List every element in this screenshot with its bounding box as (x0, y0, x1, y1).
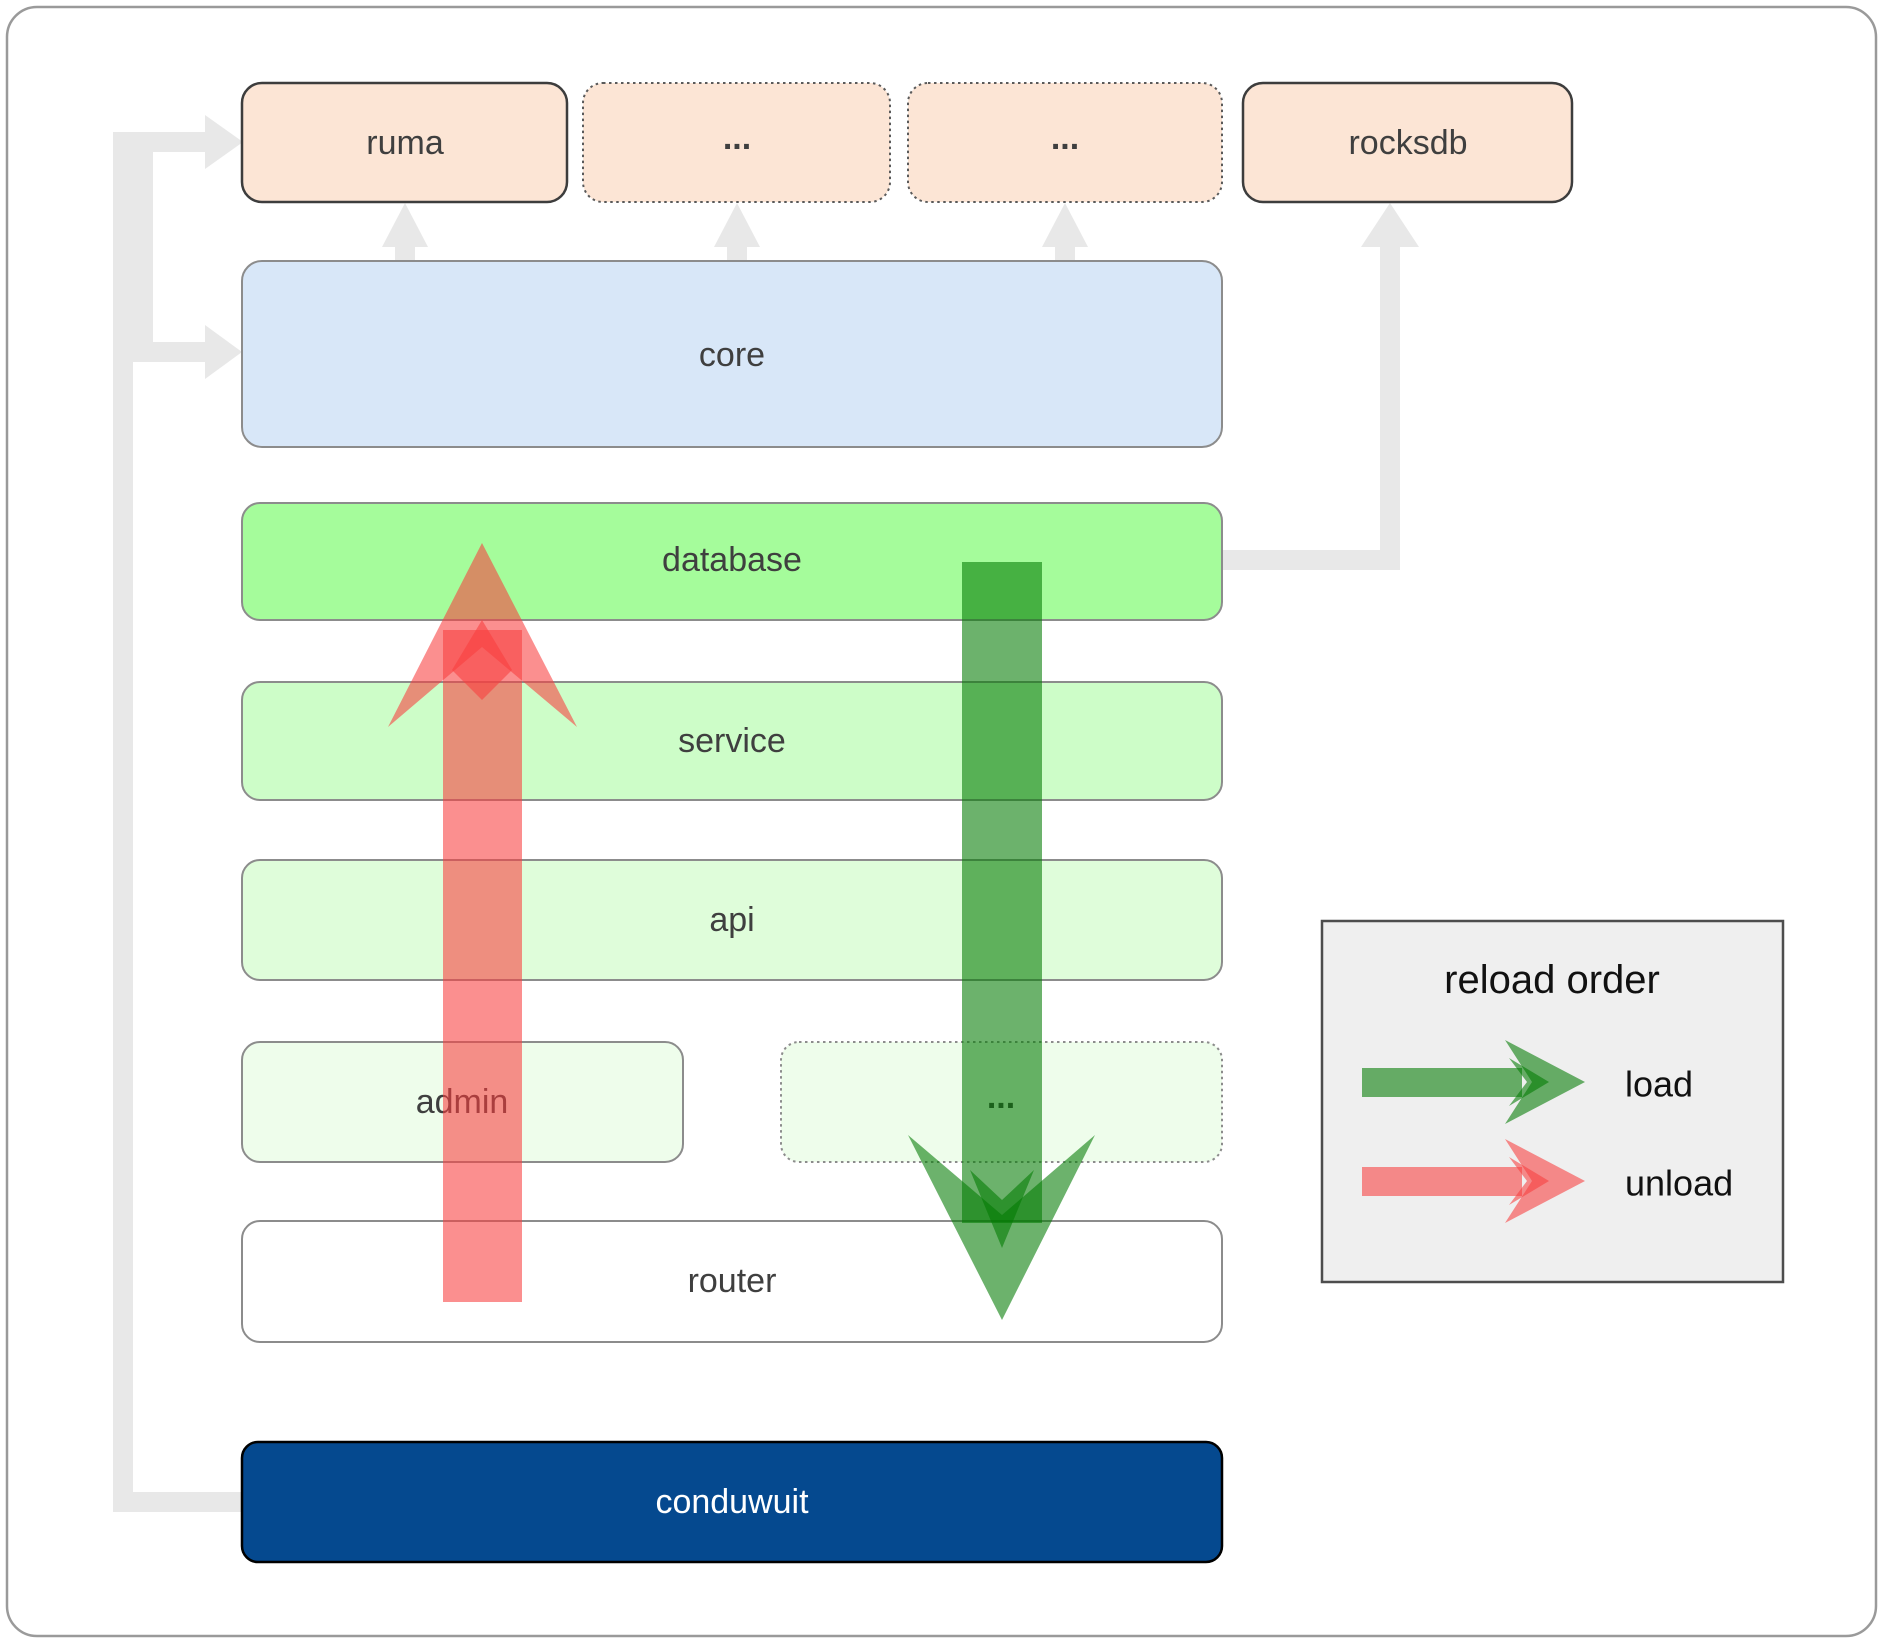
up-arrowhead-icon (714, 203, 760, 247)
legend-title: reload order (1444, 958, 1660, 1002)
arrow-shaft (727, 245, 747, 263)
unload-arrow-shaft (1362, 1167, 1522, 1196)
unload-order-arrow (388, 543, 577, 1302)
dots1-box (582, 82, 891, 203)
connector-database-to-rocksdb (1222, 203, 1419, 570)
node-crate-dots-2: ... (907, 82, 1223, 203)
node-router: router (241, 1220, 1223, 1343)
node-conduwuit: conduwuit (240, 1440, 1224, 1564)
legend-load-arrow-icon (1362, 1040, 1585, 1124)
elbow-horizontal (1222, 550, 1400, 570)
rocksdb-arrowhead-icon (1361, 203, 1419, 247)
connector-core-to-dots2 (1042, 203, 1088, 263)
unload-shaft (443, 630, 522, 1302)
core-arrowhead-icon (205, 325, 242, 379)
connector-core-to-dots1 (714, 203, 760, 263)
core-box (241, 260, 1223, 448)
unload-arrowhead-inner-icon (452, 620, 512, 700)
branch-from-conduwuit (113, 1492, 248, 1512)
database-label: database (662, 541, 802, 579)
diagram-frame (5, 5, 1878, 1638)
ruma-box (240, 81, 569, 204)
unload-arrowhead-inner-icon (1509, 1157, 1549, 1205)
conduwuit-box (240, 1440, 1224, 1564)
node-database: database (241, 502, 1223, 621)
connector-core-to-ruma (382, 203, 428, 263)
trunk-line (113, 132, 133, 1510)
up-arrowhead-icon (1042, 203, 1088, 247)
service-label: service (678, 722, 786, 760)
api-label: api (709, 901, 754, 939)
dots2-box (907, 82, 1223, 203)
arrow-shaft (1055, 245, 1075, 263)
trunk-line-inner (133, 152, 153, 342)
load-shaft (962, 562, 1042, 1223)
load-arrowhead-inner-icon (970, 1170, 1034, 1248)
node-ruma: ruma (240, 81, 569, 204)
node-service: service (241, 681, 1223, 801)
connector-conduwuit-trunk (113, 115, 248, 1512)
node-api: api (241, 859, 1223, 981)
conduwuit-label: conduwuit (655, 1483, 809, 1521)
core-label: core (699, 336, 765, 374)
legend: reload order load unload (1320, 919, 1785, 1284)
node-core: core (241, 260, 1223, 448)
legend-unload-arrow-icon (1362, 1139, 1585, 1223)
node-rocksdb: rocksdb (1241, 81, 1574, 204)
legend-unload-label: unload (1625, 1163, 1733, 1204)
branch-to-core (133, 342, 205, 362)
rocksdb-box (1241, 81, 1574, 204)
load-order-arrow (908, 562, 1095, 1320)
load-arrow-shaft (1362, 1068, 1522, 1097)
ruma-arrowhead-icon (205, 115, 243, 169)
branch-to-ruma (113, 132, 205, 152)
legend-background (1320, 919, 1785, 1284)
ruma-label: ruma (366, 124, 444, 162)
load-arrowhead-inner-icon (1509, 1058, 1549, 1106)
arrow-shaft (395, 245, 415, 263)
legend-load-label: load (1625, 1064, 1693, 1105)
dots2-label: ... (1051, 119, 1079, 157)
up-arrowhead-icon (382, 203, 428, 247)
rocksdb-label: rocksdb (1348, 124, 1467, 162)
elbow-vertical (1380, 243, 1400, 570)
node-crate-dots-1: ... (582, 82, 891, 203)
dots1-label: ... (723, 119, 751, 157)
router-label: router (688, 1262, 777, 1300)
